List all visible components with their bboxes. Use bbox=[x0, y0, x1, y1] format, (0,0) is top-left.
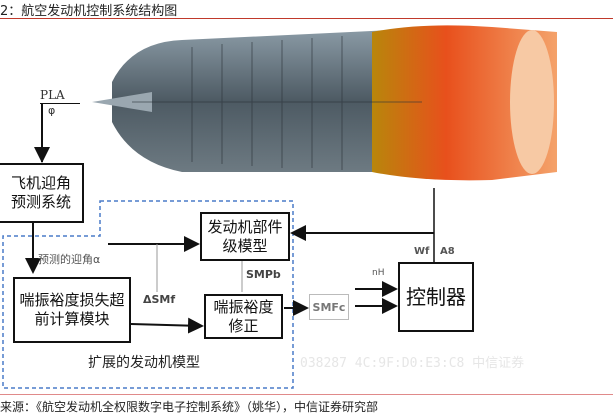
sm-fc-label: SMFc bbox=[312, 300, 346, 314]
box-text: 控制器 bbox=[406, 284, 466, 309]
w-f-label: Wf bbox=[414, 246, 430, 257]
surge-margin-correction-box: 喘振裕度修正 bbox=[204, 294, 283, 339]
box-text: 级模型 bbox=[222, 236, 268, 255]
delta-smf-label: ΔSMf bbox=[143, 293, 176, 306]
engine-cutaway-image bbox=[92, 25, 557, 181]
source-note: 来源：《航空发动机全权限数字电子控制系统》（姚华），中信证券研究部 bbox=[0, 400, 379, 414]
a-8-label: A8 bbox=[440, 246, 455, 257]
extended-model-boundary bbox=[2, 200, 294, 389]
box-text: 飞机迎角 bbox=[10, 174, 71, 192]
sm-pb-label: SMPb bbox=[246, 268, 281, 281]
phi-label: φ bbox=[48, 104, 56, 117]
pla-rule bbox=[40, 103, 80, 104]
box-text: 修正 bbox=[228, 316, 259, 335]
footer-rule bbox=[0, 394, 613, 395]
box-text: 喘振裕度损失超 bbox=[19, 291, 125, 309]
controller-box: 控制器 bbox=[398, 262, 474, 332]
extended-engine-model-label: 扩展的发动机模型 bbox=[88, 355, 200, 371]
pla-arrow-line bbox=[41, 104, 43, 162]
engine-component-model-box: 发动机部件级模型 bbox=[200, 212, 290, 261]
aoa-prediction-system-box: 飞机迎角预测系统 bbox=[0, 163, 84, 223]
n-h-label: nH bbox=[372, 268, 385, 278]
surge-margin-loss-module-box: 喘振裕度损失超前计算模块 bbox=[13, 277, 131, 343]
figure-title: 2：航空发动机控制系统结构图 bbox=[0, 4, 178, 19]
title-rule bbox=[0, 18, 613, 19]
sm-fc-box: SMFc bbox=[309, 294, 349, 320]
watermark: 038287 4C:9F:D0:E3:C8 中信证券 bbox=[300, 356, 525, 371]
pla-label: PLA bbox=[40, 88, 65, 102]
box-text: 预测系统 bbox=[10, 193, 71, 211]
box-text: 发动机部件 bbox=[207, 217, 283, 236]
predicted-aoa-label: 预测的迎角α bbox=[38, 253, 101, 266]
box-text: 前计算模块 bbox=[34, 310, 110, 328]
box-text: 喘振裕度 bbox=[213, 297, 274, 316]
